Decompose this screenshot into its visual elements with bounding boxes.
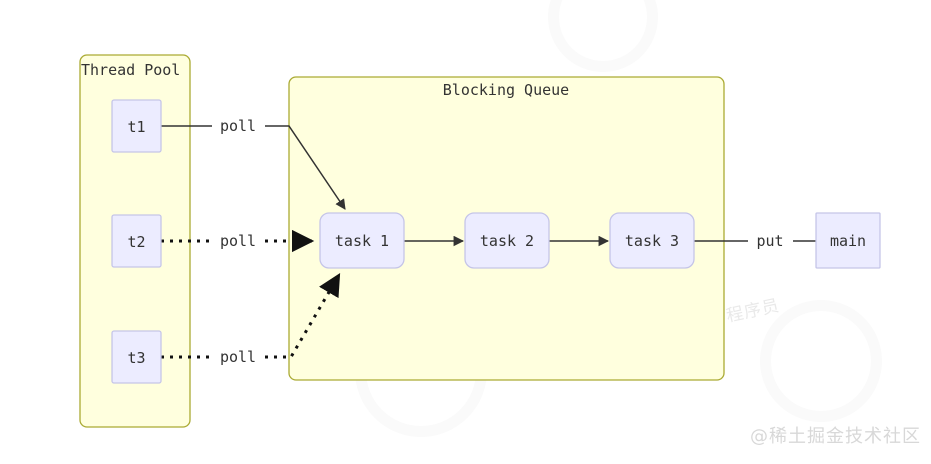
node-t2-box[interactable] bbox=[111, 214, 162, 268]
edge-label-t3-poll: poll bbox=[220, 348, 256, 366]
node-t1-label: t1 bbox=[127, 118, 145, 136]
node-t2-label: t2 bbox=[127, 233, 145, 251]
blocking-queue-label: Blocking Queue bbox=[443, 81, 569, 99]
node-task-2-label: task 2 bbox=[480, 232, 534, 250]
node-task-2[interactable]: task 2 bbox=[464, 212, 550, 269]
node-t3-box[interactable] bbox=[111, 330, 162, 384]
node-task-1-label: task 1 bbox=[335, 232, 389, 250]
edge-label-t1-poll: poll bbox=[220, 117, 256, 135]
thread-pool-label: Thread Pool bbox=[81, 61, 180, 79]
edge-label-t2-poll: poll bbox=[220, 232, 256, 250]
edge-main-put: put bbox=[694, 232, 816, 250]
node-task-3[interactable]: task 3 bbox=[609, 212, 695, 269]
node-t2[interactable]: t2 bbox=[111, 214, 162, 268]
node-task-1-box[interactable] bbox=[319, 212, 405, 269]
edge-t1-poll-segment-b bbox=[265, 125, 346, 210]
node-main[interactable]: main bbox=[815, 212, 881, 269]
node-main-box[interactable] bbox=[815, 212, 881, 269]
edge-t3-poll: poll bbox=[161, 273, 341, 366]
node-task-3-label: task 3 bbox=[625, 232, 679, 250]
edge-t1-poll: poll bbox=[161, 117, 346, 210]
node-t3-label: t3 bbox=[127, 349, 145, 367]
node-main-label: main bbox=[830, 232, 866, 250]
node-task-3-box[interactable] bbox=[609, 212, 695, 269]
node-t3[interactable]: t3 bbox=[111, 330, 162, 384]
edge-t2-poll: poll bbox=[161, 229, 315, 253]
node-task-1[interactable]: task 1 bbox=[319, 212, 405, 269]
node-t1[interactable]: t1 bbox=[111, 99, 162, 153]
node-t1-box[interactable] bbox=[111, 99, 162, 153]
node-task-2-box[interactable] bbox=[464, 212, 550, 269]
edge-label-put: put bbox=[756, 232, 783, 250]
